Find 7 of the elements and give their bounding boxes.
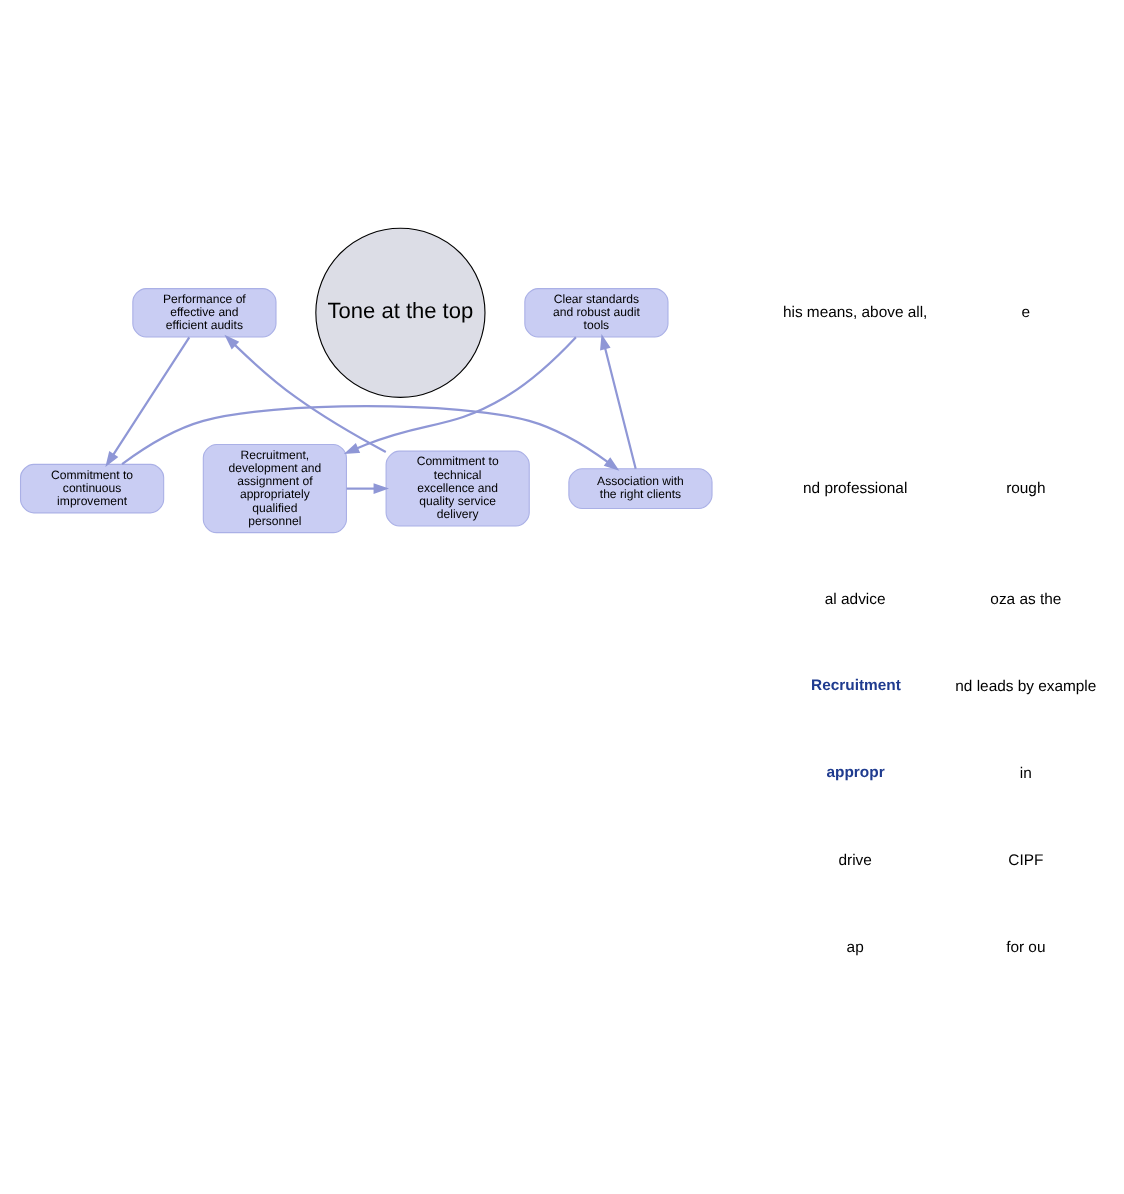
arrow: [224, 333, 387, 452]
arrow: [121, 404, 620, 470]
arrow: [600, 333, 637, 468]
arrow: [343, 335, 577, 454]
arrow: [105, 335, 191, 466]
node-circle: Tone at the top: [315, 226, 486, 397]
arrow: [346, 482, 389, 493]
